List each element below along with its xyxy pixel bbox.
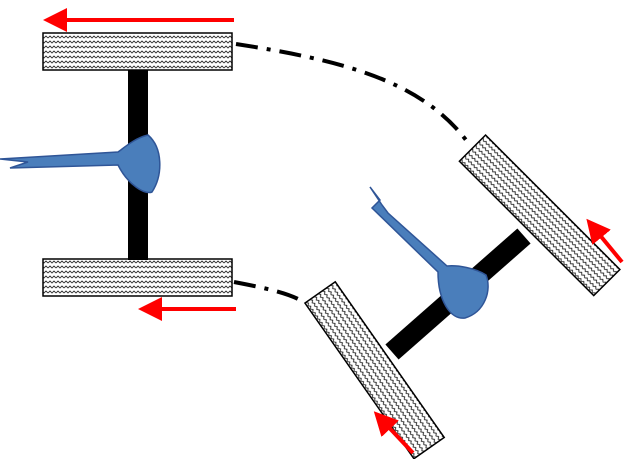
turned-axle-outer-wheel (458, 134, 621, 297)
straight-axle-top-wheel (42, 32, 233, 71)
turned-axle-drive-shaft (369, 186, 489, 319)
straight-axle-drive-shaft (0, 134, 161, 194)
turned-axle-assembly (303, 134, 621, 459)
turned-axle-inner-wheel (303, 280, 446, 459)
inner-turning-path (233, 280, 301, 302)
inner-turned-wheel-motion-arrow-icon (373, 411, 415, 455)
outer-turned-wheel-motion-arrow-icon (586, 218, 624, 264)
straight-axle-assembly (0, 32, 233, 297)
outer-turning-path (235, 42, 468, 142)
straight-axle-bottom-wheel (42, 258, 233, 297)
